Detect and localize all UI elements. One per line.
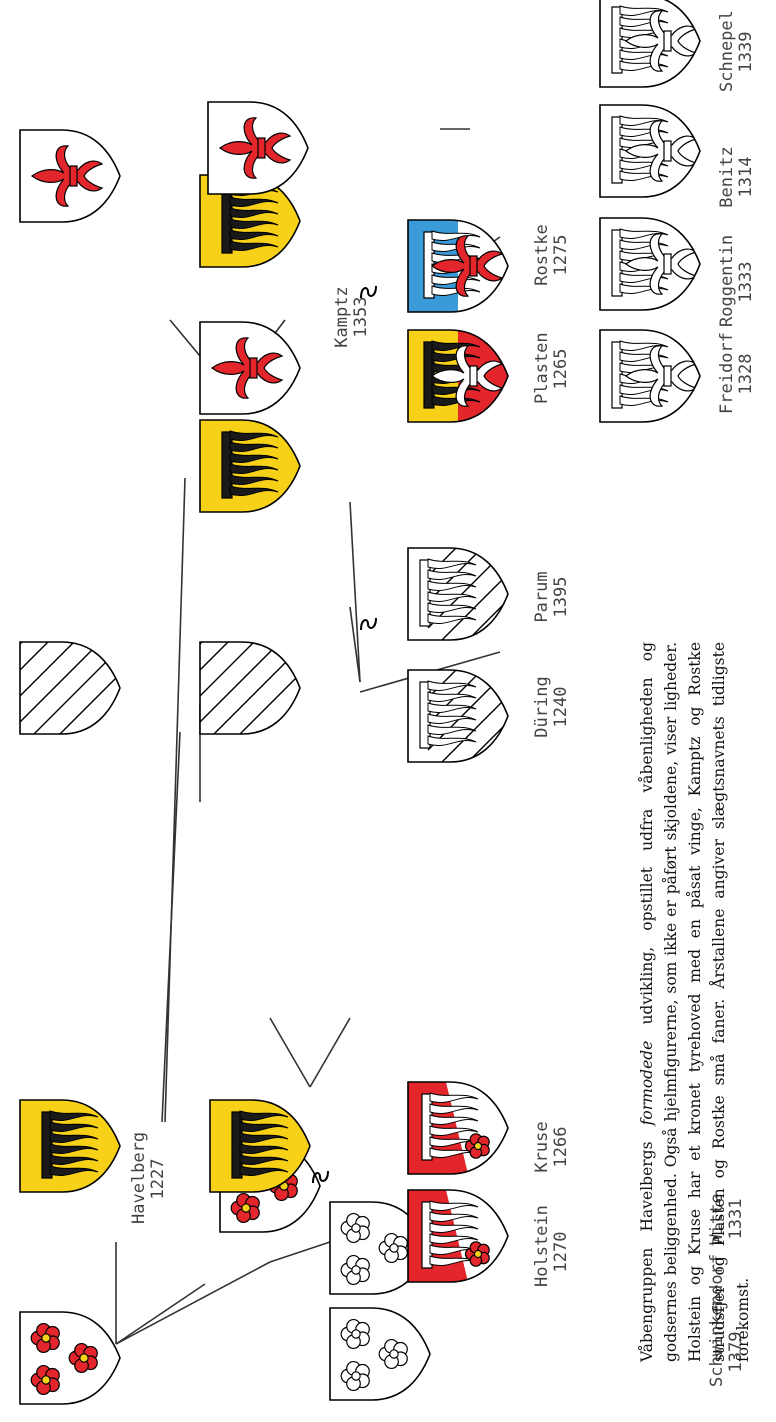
kamptz-shield [208, 102, 308, 194]
connector-line [116, 1262, 270, 1344]
connector-line [350, 502, 360, 682]
lily-root-shield [20, 130, 120, 222]
connector-line [270, 1018, 310, 1087]
schnepel-shield [600, 0, 700, 87]
freidorf-shield [600, 330, 700, 422]
lily-middle-shield [200, 322, 300, 414]
similar-sign [361, 618, 376, 630]
caption: Våbengruppen Havelbergs formodede udvikl… [635, 642, 755, 1362]
schwinkendorf-shield [330, 1308, 430, 1400]
plasten-shield [408, 330, 508, 422]
yellow-middle-shield [200, 420, 300, 512]
kruse-shield [408, 1082, 508, 1174]
rostke-shield [408, 220, 508, 312]
holstein-shield [408, 1190, 508, 1282]
parum-shield [408, 476, 528, 680]
rose-root-shield [20, 1312, 120, 1404]
connector-line [310, 1018, 350, 1087]
roggentin-shield [600, 218, 700, 310]
connector-line [165, 478, 185, 1122]
havelberg-plain-shield [20, 544, 120, 774]
benitz-shield [600, 105, 700, 197]
havelberg-yellow-top-shield [20, 1100, 120, 1192]
hatch-middle-shield [200, 544, 300, 774]
connector-line [270, 1242, 330, 1262]
connector-line [116, 1284, 205, 1344]
